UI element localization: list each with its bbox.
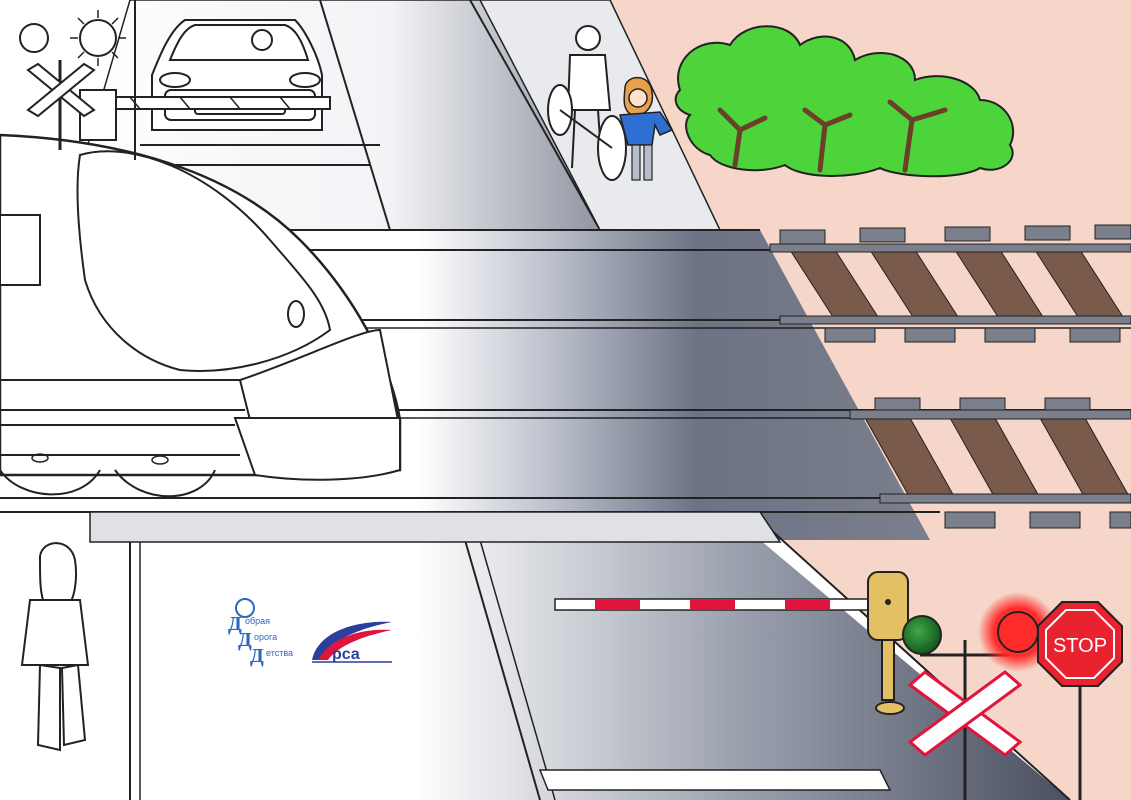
lower-barrier (554, 571, 909, 715)
dobraya-doroga-logo: Д обрая Д орога Д етства (228, 598, 293, 667)
logo-letter-1: Д (228, 613, 242, 635)
upper-barrier (79, 0, 331, 160)
logo-line-3: етства (266, 648, 293, 658)
pedestrian (20, 542, 90, 752)
logo-line-1: обрая (245, 616, 270, 626)
cyclist (547, 25, 627, 181)
rsa-label: рса (332, 646, 360, 663)
lower-track (849, 397, 1131, 529)
child (619, 76, 674, 181)
logo-letter-2: Д (238, 629, 252, 651)
car (151, 19, 323, 131)
upper-crossing-signal (19, 10, 126, 150)
logo-line-2: орога (254, 632, 277, 642)
upper-track (769, 224, 1131, 343)
logo-letter-3: Д (250, 645, 264, 667)
rsa-logo: рса (312, 621, 392, 663)
train (0, 133, 402, 498)
platform-edge (89, 511, 782, 543)
stop-sign-label: STOP (1053, 635, 1107, 657)
stop-sign: STOP (1037, 601, 1123, 800)
bushes (674, 25, 1015, 178)
